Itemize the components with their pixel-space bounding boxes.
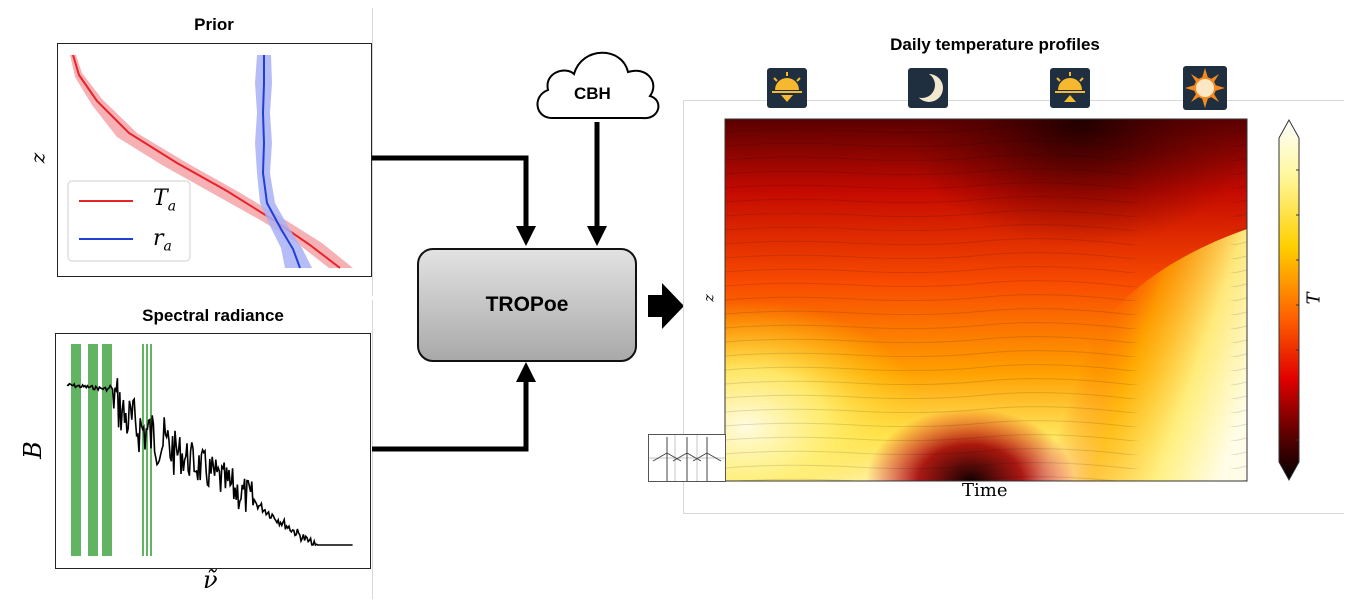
band-2 <box>88 344 98 556</box>
prior-title: Prior <box>194 15 234 34</box>
tropoe-box: TROPoe <box>417 248 637 362</box>
output-panel-frame <box>683 100 1344 514</box>
prior-arrow <box>372 155 536 246</box>
prior-profiles <box>67 54 353 269</box>
sunset-icon <box>767 68 807 108</box>
legend-label-humidity: ra <box>153 226 172 255</box>
humidity-line <box>261 55 301 269</box>
cbh-label: CBH <box>574 84 611 103</box>
spectral-arrow <box>372 362 536 452</box>
output-title: Daily temperature profiles <box>890 35 1100 54</box>
spectral-bands <box>71 344 152 556</box>
output-ylabel: z <box>701 294 718 302</box>
prior-panel-frame <box>8 8 373 296</box>
moon-icon <box>908 68 948 108</box>
temperature-line <box>72 54 341 269</box>
wind-turbine-icon <box>648 434 726 482</box>
output-arrow <box>648 283 684 329</box>
colorbar-label: T <box>1303 292 1325 305</box>
band-5 <box>146 344 148 556</box>
temperature-heatmap <box>724 118 1248 482</box>
sunrise-icon <box>1050 68 1090 108</box>
spectral-xlabel: ν̃ <box>203 566 218 594</box>
spectral-title: Spectral radiance <box>142 306 284 325</box>
band-6 <box>150 344 152 556</box>
output-xlabel: Time <box>962 480 1008 501</box>
tropoe-label: TROPoe <box>485 293 569 316</box>
cloud-icon <box>536 51 660 120</box>
legend-label-temperature: Ta <box>153 186 177 215</box>
band-3 <box>102 344 112 556</box>
temperature-colorbar <box>1278 118 1300 482</box>
humidity-band <box>255 55 312 268</box>
band-1 <box>71 344 81 556</box>
spectral-curve <box>66 344 353 556</box>
radiance-line <box>66 378 353 547</box>
sun-icon <box>1183 66 1227 110</box>
band-4 <box>142 344 144 556</box>
prior-plot <box>57 43 372 277</box>
temperature-band <box>70 55 353 268</box>
